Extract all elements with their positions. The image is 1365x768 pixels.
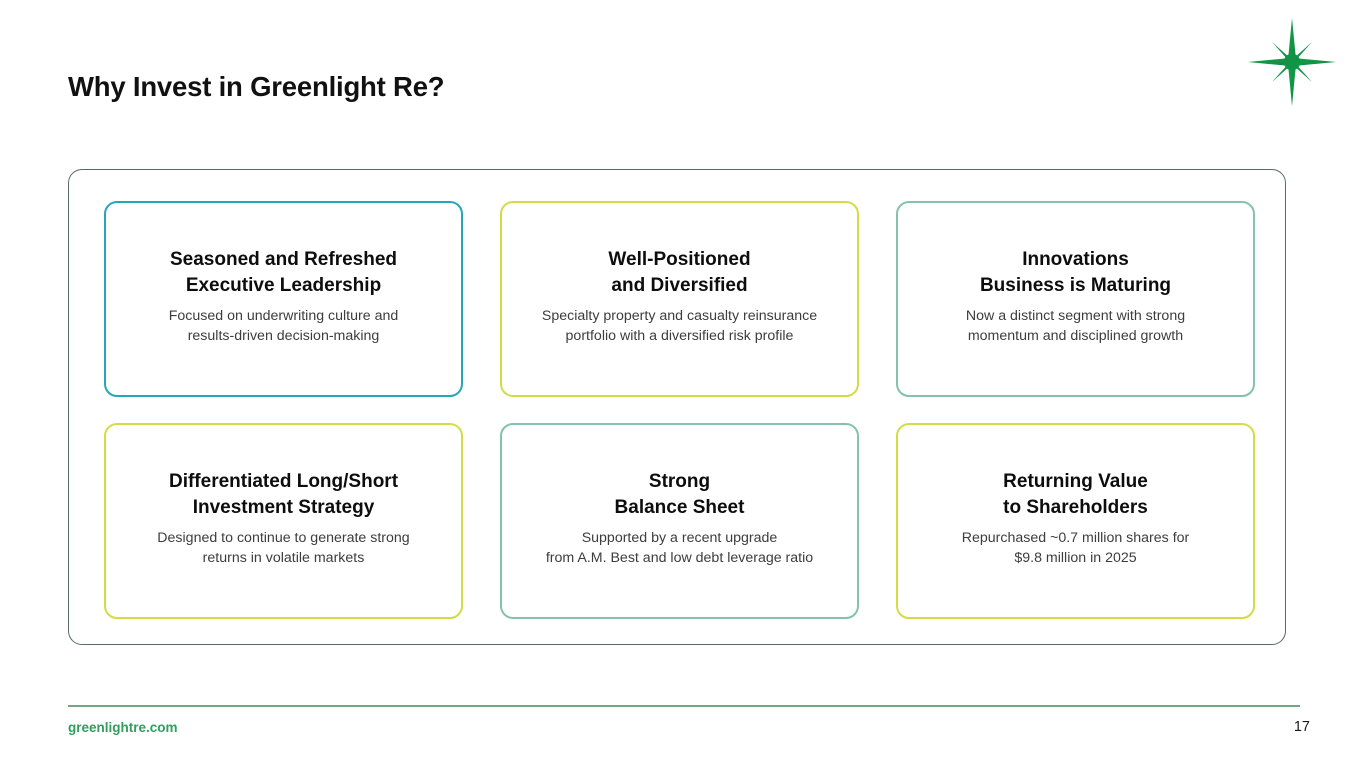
card-grid: Seasoned and Refreshed Executive Leaders… xyxy=(104,201,1255,619)
card-balance-sheet[interactable]: Strong Balance Sheet Supported by a rece… xyxy=(500,423,859,619)
card-innovations[interactable]: Innovations Business is Maturing Now a d… xyxy=(896,201,1255,397)
card-body: Repurchased ~0.7 million shares for $9.8… xyxy=(961,529,1190,566)
card-body: Focused on underwriting culture and resu… xyxy=(168,307,399,344)
card-title: Seasoned and Refreshed Executive Leaders… xyxy=(169,249,398,296)
card-title: Returning Value to Shareholders xyxy=(1003,471,1148,518)
card-body: Designed to continue to generate strong … xyxy=(157,529,410,566)
footer-divider xyxy=(68,705,1300,708)
card-title: Differentiated Long/Short Investment Str… xyxy=(168,471,399,518)
card-body: Specialty property and casualty reinsura… xyxy=(541,307,818,344)
footer-website-link[interactable]: greenlightre.com xyxy=(68,720,178,735)
card-title: Innovations Business is Maturing xyxy=(979,249,1172,296)
card-returning-value[interactable]: Returning Value to Shareholders Repurcha… xyxy=(896,423,1255,619)
card-body: Supported by a recent upgrade from A.M. … xyxy=(545,529,814,566)
page-number: 17 xyxy=(1293,719,1310,735)
card-title: Well-Positioned and Diversified xyxy=(608,249,751,296)
card-seasoned-leadership[interactable]: Seasoned and Refreshed Executive Leaders… xyxy=(104,201,463,397)
value-proposition-panel: Seasoned and Refreshed Executive Leaders… xyxy=(68,169,1286,645)
page-title: Why Invest in Greenlight Re? xyxy=(68,71,445,102)
greenlight-star-logo-icon xyxy=(1246,16,1338,108)
card-body: Now a distinct segment with strong momen… xyxy=(965,307,1186,344)
card-well-positioned[interactable]: Well-Positioned and Diversified Specialt… xyxy=(500,201,859,397)
card-investment-strategy[interactable]: Differentiated Long/Short Investment Str… xyxy=(104,423,463,619)
card-title: Strong Balance Sheet xyxy=(614,471,745,518)
